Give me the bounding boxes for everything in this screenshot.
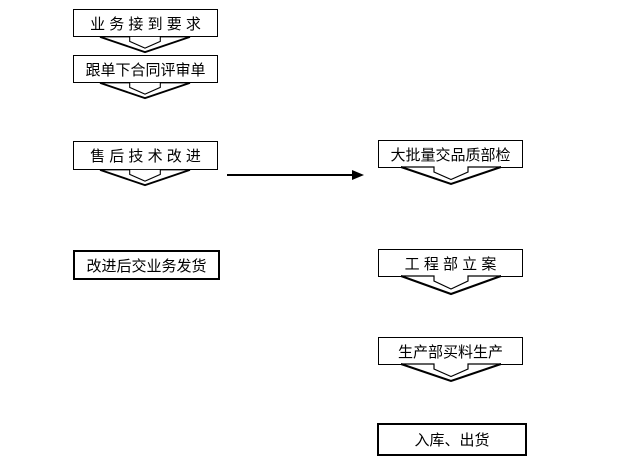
node-contract-review: 跟单下合同评审单 bbox=[73, 55, 218, 83]
right-arrow bbox=[227, 170, 364, 180]
node-business-receive: 业 务 接 到 要 求 bbox=[73, 9, 218, 37]
node-production-buy-produce: 生产部买料生产 bbox=[378, 337, 523, 365]
down-block-arrow bbox=[99, 81, 191, 100]
node-warehouse-shipment: 入库、出货 bbox=[377, 423, 527, 456]
down-block-arrow bbox=[99, 35, 191, 54]
node-mass-quality-inspection: 大批量交品质部检 bbox=[378, 140, 523, 168]
node-after-sales-improvement: 售 后 技 术 改 进 bbox=[73, 141, 218, 170]
down-block-arrow bbox=[400, 363, 502, 383]
down-block-arrow bbox=[400, 166, 502, 186]
node-engineering-filing: 工 程 部 立 案 bbox=[378, 249, 523, 277]
node-improved-delivery: 改进后交业务发货 bbox=[73, 250, 220, 280]
down-block-arrow bbox=[400, 275, 502, 296]
down-block-arrow bbox=[99, 168, 191, 187]
